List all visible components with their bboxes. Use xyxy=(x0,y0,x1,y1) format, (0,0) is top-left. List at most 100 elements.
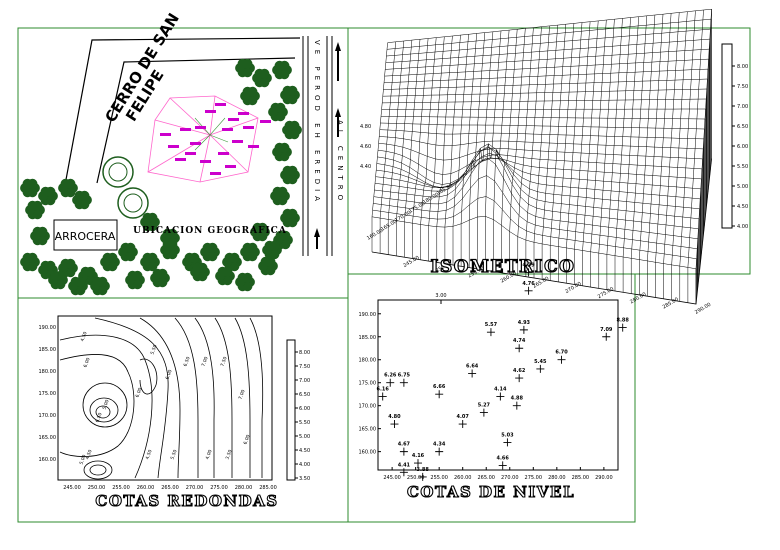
levels-point-marker xyxy=(496,392,505,401)
levels-point-label: 6.75 xyxy=(398,373,411,379)
vegetation-bush xyxy=(259,68,270,79)
survey-bar xyxy=(215,103,226,106)
mesh-column xyxy=(404,39,421,222)
levels-point-label: 4.67 xyxy=(398,442,411,448)
isometric-surface-mesh xyxy=(371,8,712,305)
contour-label: 6.00 xyxy=(135,387,144,399)
levels-point-marker xyxy=(414,459,422,468)
levels-x-tick-label: 280.00 xyxy=(548,475,566,481)
arrocera-box xyxy=(53,219,118,251)
levels-point-marker xyxy=(618,323,627,332)
vegetation-bush xyxy=(107,252,118,263)
survey-bar xyxy=(175,158,186,161)
levels-point-label: 6.26 xyxy=(384,373,397,379)
contour-y-tick-label: 185.00 xyxy=(39,347,57,353)
levels-y-tick-label: 160.00 xyxy=(359,450,377,456)
vegetation-bush xyxy=(242,272,253,283)
survey-point-labels xyxy=(160,103,271,175)
legend-tick-label: 6.00 xyxy=(299,406,310,412)
mesh-column xyxy=(517,27,534,237)
z-tick-label: 7.50 xyxy=(737,84,748,90)
hill-inner-outline xyxy=(96,57,296,184)
mesh-column xyxy=(420,37,437,225)
mesh-column xyxy=(647,14,664,261)
legend-tick-label: 7.50 xyxy=(299,364,310,370)
levels-y-tick-label: 170.00 xyxy=(359,404,377,410)
mesh-column xyxy=(387,40,405,220)
vegetation-bush xyxy=(280,230,291,241)
legend-tick-label: 4.50 xyxy=(299,448,310,454)
legend-tick-label: 5.00 xyxy=(299,434,310,440)
vegetation-bush xyxy=(287,85,298,96)
vegetation-bush xyxy=(277,186,288,197)
levels-point-marker xyxy=(602,332,611,341)
isometric-title: ISOMETRICO xyxy=(431,257,576,277)
mesh-column xyxy=(541,25,558,244)
levels-point-label: 5.03 xyxy=(501,432,514,438)
contour-y-ticks: 190.00185.00180.00175.00170.00165.00160.… xyxy=(39,325,57,463)
levels-point-label: 6.66 xyxy=(433,384,446,390)
vegetation-bush xyxy=(289,120,300,131)
levels-point-marker xyxy=(386,378,395,387)
levels-point-marker xyxy=(557,355,566,364)
hill-outline xyxy=(64,37,301,186)
iso-x-tick-label: 290.00 xyxy=(694,302,712,316)
levels-point-marker xyxy=(458,420,467,429)
mesh-column xyxy=(477,31,494,218)
survey-bar xyxy=(260,120,271,123)
mesh-column xyxy=(614,17,631,256)
contour-label: 6.50 xyxy=(183,356,192,368)
levels-point-marker xyxy=(524,268,533,277)
contour-label: 6.00 xyxy=(83,357,92,369)
z-tick-label: 6.50 xyxy=(737,124,748,130)
levels-point-marker xyxy=(498,461,507,470)
mesh-column xyxy=(452,34,469,227)
contour-legend-bar xyxy=(286,339,296,481)
levels-point-label: 4.16 xyxy=(412,453,425,459)
contour-y-tick-label: 160.00 xyxy=(39,457,57,463)
survey-bar xyxy=(248,145,259,148)
contour-y-tick-label: 175.00 xyxy=(39,391,57,397)
survey-bar xyxy=(228,118,239,121)
levels-point-marker xyxy=(390,420,399,429)
levels-point-label: 4.80 xyxy=(388,414,401,420)
panel-levels-border xyxy=(347,273,636,523)
mesh-column xyxy=(485,30,502,217)
vegetation-bush xyxy=(242,58,253,69)
survey-bar xyxy=(238,112,249,115)
survey-bar xyxy=(180,128,191,131)
mesh-column xyxy=(460,33,477,224)
survey-bar xyxy=(195,126,206,129)
contour-value-labels: 4.506.006.505.005.004.506.005.506.006.50… xyxy=(79,331,252,466)
vegetation-bush xyxy=(189,252,200,263)
mesh-column xyxy=(558,23,575,247)
levels-point-label: 4.66 xyxy=(497,455,510,461)
vegetation-bush xyxy=(85,266,96,277)
survey-bar xyxy=(168,145,179,148)
contour-label: 7.00 xyxy=(201,356,210,368)
survey-bar xyxy=(160,133,171,136)
survey-bar xyxy=(200,160,211,163)
z-tick-label: 5.50 xyxy=(737,164,748,170)
vegetation-bush xyxy=(32,200,43,211)
levels-point-marker xyxy=(512,401,521,410)
levels-x-tick-label: 245.00 xyxy=(383,475,401,481)
vegetation-bush xyxy=(222,266,233,277)
levels-point-marker xyxy=(515,374,524,383)
contour-label: 7.00 xyxy=(238,389,247,401)
survey-polygon xyxy=(147,95,259,183)
levels-y-tick-label: 165.00 xyxy=(359,427,377,433)
contour-y-tick-label: 180.00 xyxy=(39,369,57,375)
survey-bar xyxy=(225,165,236,168)
vegetation-bush xyxy=(287,208,298,219)
contour-title: COTAS REDONDAS xyxy=(95,492,278,510)
vegetation-bush xyxy=(229,252,240,263)
contour-label: 4.50 xyxy=(145,449,154,461)
vegetation-bush xyxy=(45,186,56,197)
survey-bar xyxy=(190,142,201,145)
vegetation-bush xyxy=(257,222,268,233)
mesh-column xyxy=(622,16,639,258)
levels-y-tick-label: 190.00 xyxy=(359,312,377,318)
